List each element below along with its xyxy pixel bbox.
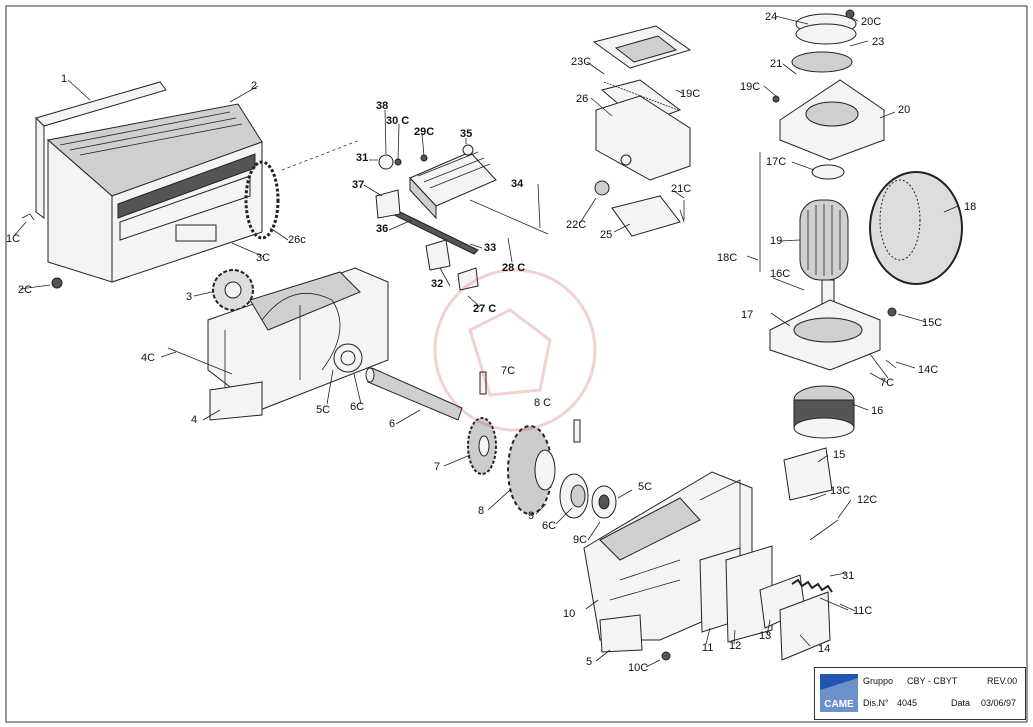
label-36: 36 xyxy=(376,223,388,235)
gear-3 xyxy=(212,269,254,311)
label-8c: 8 C xyxy=(534,397,551,409)
gruppo-label: Gruppo xyxy=(863,676,894,686)
label-23c: 23C xyxy=(571,56,591,68)
motor-assembly xyxy=(759,9,963,439)
label-13: 13 xyxy=(759,630,771,642)
label-23: 23 xyxy=(872,36,884,48)
label-15c: 15C xyxy=(922,317,942,329)
label-22c: 22C xyxy=(566,219,586,231)
leader-lines xyxy=(13,15,959,668)
came-logo-icon: CAME xyxy=(820,674,858,712)
title-block: CAME Gruppo CBY - CBYT REV.00 Dis.N° 404… xyxy=(814,667,1026,720)
date-value: 03/06/97 xyxy=(981,698,1017,708)
label-19c-right: 19C xyxy=(740,81,760,93)
label-30c: 30 C xyxy=(386,115,409,127)
label-38: 38 xyxy=(376,100,388,112)
label-26: 26 xyxy=(576,93,588,105)
label-12c: 12C xyxy=(857,494,877,506)
date-label: Data xyxy=(951,698,971,708)
label-18c: 18C xyxy=(717,252,737,264)
label-18: 18 xyxy=(964,201,976,213)
label-5c: 5C xyxy=(638,481,652,493)
pin-7c xyxy=(479,371,487,395)
shaft-6 xyxy=(365,367,463,421)
label-7c: 7C xyxy=(501,365,515,377)
pin-8c xyxy=(573,419,581,443)
gear-7 xyxy=(467,417,497,475)
label-31: 31 xyxy=(356,152,368,164)
drawing-number-value: 4045 xyxy=(897,698,918,708)
label-7c-right: 7C xyxy=(880,377,894,389)
label-6c: 6C xyxy=(542,520,556,532)
drawing-number-label: Dis.N° xyxy=(863,698,889,708)
label-21: 21 xyxy=(770,58,782,70)
label-4c: 4C xyxy=(141,352,155,364)
part-labels: 1 2 1C 2C 3 3C 26c 4C 4 5C 6C 6 7 8 9 7C… xyxy=(6,11,976,674)
label-6c-left: 6C xyxy=(350,401,364,413)
label-2: 2 xyxy=(251,80,257,92)
limit-switch-assembly xyxy=(281,139,549,291)
label-4: 4 xyxy=(191,414,197,426)
spring-bolts-right xyxy=(661,519,849,661)
label-2c: 2C xyxy=(18,284,32,296)
label-1c: 1C xyxy=(6,233,20,245)
label-6: 6 xyxy=(389,418,395,430)
label-31-right: 31 xyxy=(842,570,854,582)
label-10: 10 xyxy=(563,608,575,620)
label-37: 37 xyxy=(352,179,364,191)
label-28c: 28 C xyxy=(502,262,525,274)
label-21c: 21C xyxy=(671,183,691,195)
label-29c: 29C xyxy=(414,126,434,138)
label-14c: 14C xyxy=(918,364,938,376)
gear-8 xyxy=(507,425,556,515)
label-3c: 3C xyxy=(256,252,270,264)
label-3: 3 xyxy=(186,291,192,303)
label-14: 14 xyxy=(818,643,830,655)
plates-right xyxy=(699,447,833,661)
chain-part xyxy=(244,160,280,240)
label-7: 7 xyxy=(434,461,440,473)
bearings-center xyxy=(559,473,617,519)
label-13c: 13C xyxy=(830,485,850,497)
gruppo-value: CBY - CBYT xyxy=(907,676,958,686)
sheet-frame xyxy=(5,5,1028,723)
housing-left xyxy=(207,267,389,421)
bolt-4c xyxy=(167,347,233,375)
small-screws-left xyxy=(21,213,63,289)
cover-assembly xyxy=(35,81,263,283)
label-20c: 20C xyxy=(861,16,881,28)
label-5c-left: 5C xyxy=(316,404,330,416)
label-20: 20 xyxy=(898,104,910,116)
label-11: 11 xyxy=(702,642,713,654)
label-9: 9 xyxy=(528,510,534,522)
svg-text:CAME: CAME xyxy=(824,699,854,710)
label-19c: 19C xyxy=(680,88,700,100)
label-5: 5 xyxy=(586,656,592,668)
label-10c: 10C xyxy=(628,662,648,674)
label-17: 17 xyxy=(741,309,753,321)
watermark xyxy=(433,268,597,432)
label-12: 12 xyxy=(729,640,741,652)
label-32: 32 xyxy=(431,278,443,290)
label-15: 15 xyxy=(833,449,845,461)
label-33: 33 xyxy=(484,242,496,254)
label-17c: 17C xyxy=(766,156,786,168)
label-34: 34 xyxy=(511,178,524,190)
label-16: 16 xyxy=(871,405,883,417)
label-16c: 16C xyxy=(770,268,790,280)
label-26c: 26c xyxy=(288,234,306,246)
revision: REV.00 xyxy=(987,676,1018,686)
label-24: 24 xyxy=(765,11,777,23)
junction-box xyxy=(592,25,692,237)
label-8: 8 xyxy=(478,505,484,517)
label-1: 1 xyxy=(61,73,67,85)
label-9c: 9C xyxy=(573,534,587,546)
label-35: 35 xyxy=(460,128,472,140)
label-25: 25 xyxy=(600,229,612,241)
label-27c: 27 C xyxy=(473,303,496,315)
label-11c: 11C xyxy=(853,605,872,617)
label-19: 19 xyxy=(770,235,782,247)
